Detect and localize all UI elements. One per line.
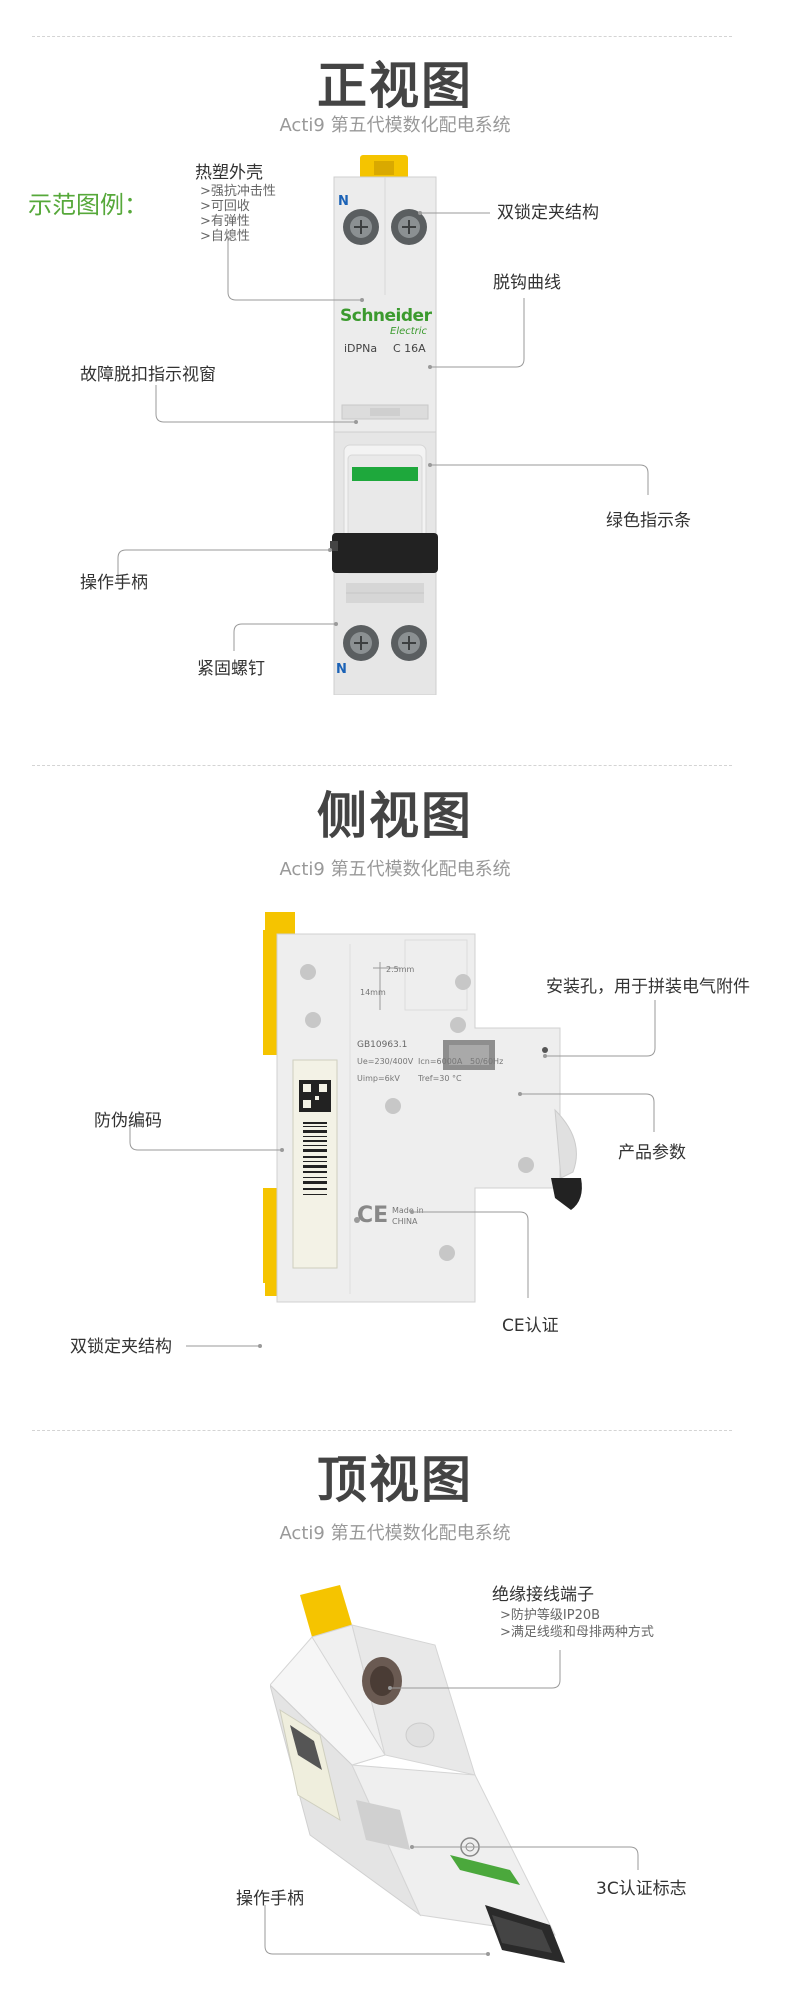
bottom-screw-left [343, 625, 379, 661]
ue-text: Ue=230/400V [357, 1057, 414, 1066]
callout-double-lock: 双锁定夹结构 [497, 203, 599, 223]
front-view-title: 正视图 [317, 57, 473, 115]
brand-schneider: Schneider [340, 306, 432, 326]
callout-green-bar: 绿色指示条 [606, 511, 691, 531]
model-text: iDPNa [344, 342, 378, 355]
top-screw-right [391, 209, 427, 245]
terminal-feature-1: >防护等级IP20B [500, 1608, 601, 1623]
neutral-marker-top: N [338, 194, 349, 209]
neutral-marker-bottom: N [336, 662, 347, 677]
callout-fault-window: 故障脱扣指示视窗 [80, 365, 216, 385]
callout-ce: CE认证 [502, 1316, 559, 1336]
front-view-subtitle: Acti9 第五代模数化配电系统 [279, 115, 511, 136]
callout-anti-fake: 防伪编码 [94, 1111, 162, 1131]
housing-feature-2: >可回收 [200, 199, 250, 214]
top-view-subtitle: Acti9 第五代模数化配电系统 [279, 1523, 511, 1544]
front-callout-lines [117, 211, 649, 651]
callout-terminal: 绝缘接线端子 [492, 1585, 594, 1605]
side-view-device [263, 912, 582, 1303]
bottom-screw-right [391, 625, 427, 661]
country-text: CHINA [392, 1217, 418, 1226]
callout-trip-curve: 脱钩曲线 [493, 273, 561, 293]
terminal-feature-2: >满足线缆和母排两种方式 [500, 1625, 654, 1640]
housing-feature-1: >强抗冲击性 [200, 184, 276, 199]
housing-feature-3: >有弹性 [200, 214, 250, 229]
top-view-device [270, 1585, 565, 1963]
front-view-device [330, 155, 438, 695]
made-in-text: Made in [392, 1206, 424, 1215]
top-screw-left [343, 209, 379, 245]
callout-double-lock-side: 双锁定夹结构 [70, 1337, 172, 1357]
dim-2-5mm: 2.5mm [386, 965, 415, 974]
demo-label: 示范图例： [28, 191, 148, 219]
standard-text: GB10963.1 [357, 1040, 408, 1050]
ce-mark: CE [357, 1203, 389, 1228]
icn-text: Icn=6000A [418, 1057, 463, 1066]
callout-housing: 热塑外壳 [195, 163, 263, 183]
callout-mount-hole: 安装孔，用于拼装电气附件 [546, 977, 750, 997]
divider-top [32, 36, 732, 37]
side-view-title: 侧视图 [317, 787, 473, 845]
uimp-text: Uimp=6kV [357, 1074, 400, 1083]
divider-bottom [32, 1430, 732, 1431]
housing-feature-4: >自熄性 [200, 229, 250, 244]
side-view-subtitle: Acti9 第五代模数化配电系统 [279, 859, 511, 880]
temp-text: Tref=30 °C [418, 1074, 462, 1083]
callout-handle-top: 操作手柄 [236, 1889, 304, 1909]
freq-text: 50/60Hz [470, 1057, 504, 1066]
callout-params: 产品参数 [618, 1143, 686, 1163]
divider-middle [32, 765, 732, 766]
brand-electric: Electric [390, 326, 428, 337]
rating-text: C 16A [393, 342, 426, 355]
green-indicator-bar [352, 467, 418, 481]
callout-screw: 紧固螺钉 [197, 659, 265, 679]
callout-handle: 操作手柄 [80, 573, 148, 593]
dim-14mm: 14mm [360, 988, 386, 997]
callout-ccc: 3C认证标志 [596, 1879, 687, 1899]
top-yellow-clip [360, 155, 408, 179]
top-view-title: 顶视图 [317, 1451, 473, 1509]
